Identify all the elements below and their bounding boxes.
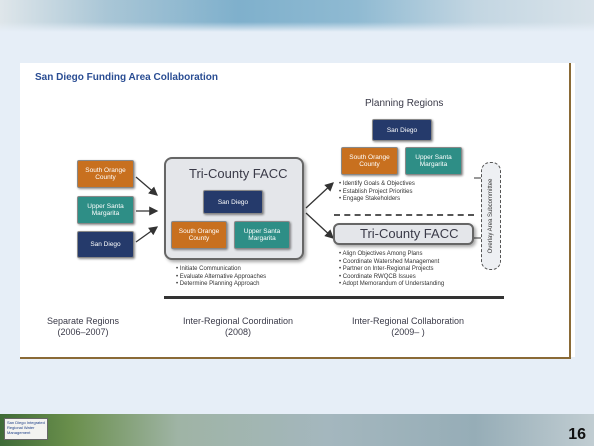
bullet-item: Determine Planning Approach [176, 281, 266, 289]
planning-regions-label: Planning Regions [365, 98, 444, 109]
bullet-item: Initiate Communication [176, 266, 266, 274]
footer-banner-image: San Diego Integrated Regional Water Mana… [0, 414, 594, 446]
box-planning-south-orange-county: South Orange County [341, 147, 398, 175]
bullet-item: Align Objectives Among Plans [339, 251, 444, 259]
planning-regions-bullets: Identify Goals & Objectives Establish Pr… [339, 181, 415, 204]
tri-county-facc-right-box [333, 223, 474, 245]
phase-years: (2008) [224, 327, 251, 337]
accent-horizontal-rule [20, 357, 571, 359]
phase-years: (2009– ) [391, 327, 425, 337]
slide-number: 16 [568, 426, 586, 443]
phase-separate-regions: Separate Regions (2006–2007) [38, 316, 128, 338]
bullet-item: Engage Stakeholders [339, 196, 415, 204]
arrow-to-planning-regions [305, 182, 334, 209]
header-banner-image [0, 0, 594, 32]
tri-county-left-bullets: Initiate Communication Evaluate Alternat… [176, 266, 266, 289]
timeline-base-bar [164, 296, 504, 299]
phase-title: Inter-Regional Collaboration [351, 316, 465, 326]
phase-title: Separate Regions [46, 316, 120, 326]
accent-vertical-rule [569, 63, 571, 359]
bullet-item: Adopt Memorandum of Understanding [339, 281, 444, 289]
phase-inter-regional-collaboration: Inter-Regional Collaboration (2009– ) [338, 316, 478, 338]
bullet-item: Establish Project Priorities [339, 189, 415, 197]
bullet-item: Coordinate Watershed Management [339, 259, 444, 267]
box-san-diego: San Diego [77, 231, 134, 258]
bullet-item: Partner on Inter-Regional Projects [339, 266, 444, 274]
phase-title: Inter-Regional Coordination [182, 316, 294, 326]
bullet-item: Identify Goals & Objectives [339, 181, 415, 189]
tri-county-facc-right-title: Tri-County FACC [360, 226, 459, 241]
phase-inter-regional-coordination: Inter-Regional Coordination (2008) [168, 316, 308, 338]
phase-years: (2006–2007) [57, 327, 109, 337]
box-planning-upper-santa-margarita: Upper Santa Margarita [405, 147, 462, 175]
tri-county-facc-title: Tri-County FACC [189, 166, 288, 181]
tri-county-right-bullets: Align Objectives Among Plans Coordinate … [339, 251, 444, 289]
box-south-orange-county: South Orange County [77, 160, 134, 188]
box-planning-san-diego: San Diego [372, 119, 432, 141]
overlay-area-subcommittee: Overlay Area Subcommittee [481, 162, 501, 270]
box-upper-santa-margarita: Upper Santa Margarita [77, 196, 134, 224]
diagram-title: San Diego Funding Area Collaboration [35, 72, 218, 83]
arrow-san-diego [135, 226, 159, 243]
bullet-item: Evaluate Alternative Approaches [176, 274, 266, 282]
overlay-label: Overlay Area Subcommittee [488, 178, 494, 254]
box-center-south-orange-county: South Orange County [171, 221, 227, 249]
box-center-san-diego: San Diego [203, 190, 263, 214]
arrow-south-orange [135, 176, 158, 196]
bullet-item: Coordinate RWQCB Issues [339, 274, 444, 282]
dashed-separator [334, 214, 474, 216]
arrow-to-tri-county-right [305, 212, 334, 239]
box-center-upper-santa-margarita: Upper Santa Margarita [234, 221, 290, 249]
organization-logo: San Diego Integrated Regional Water Mana… [4, 418, 48, 440]
